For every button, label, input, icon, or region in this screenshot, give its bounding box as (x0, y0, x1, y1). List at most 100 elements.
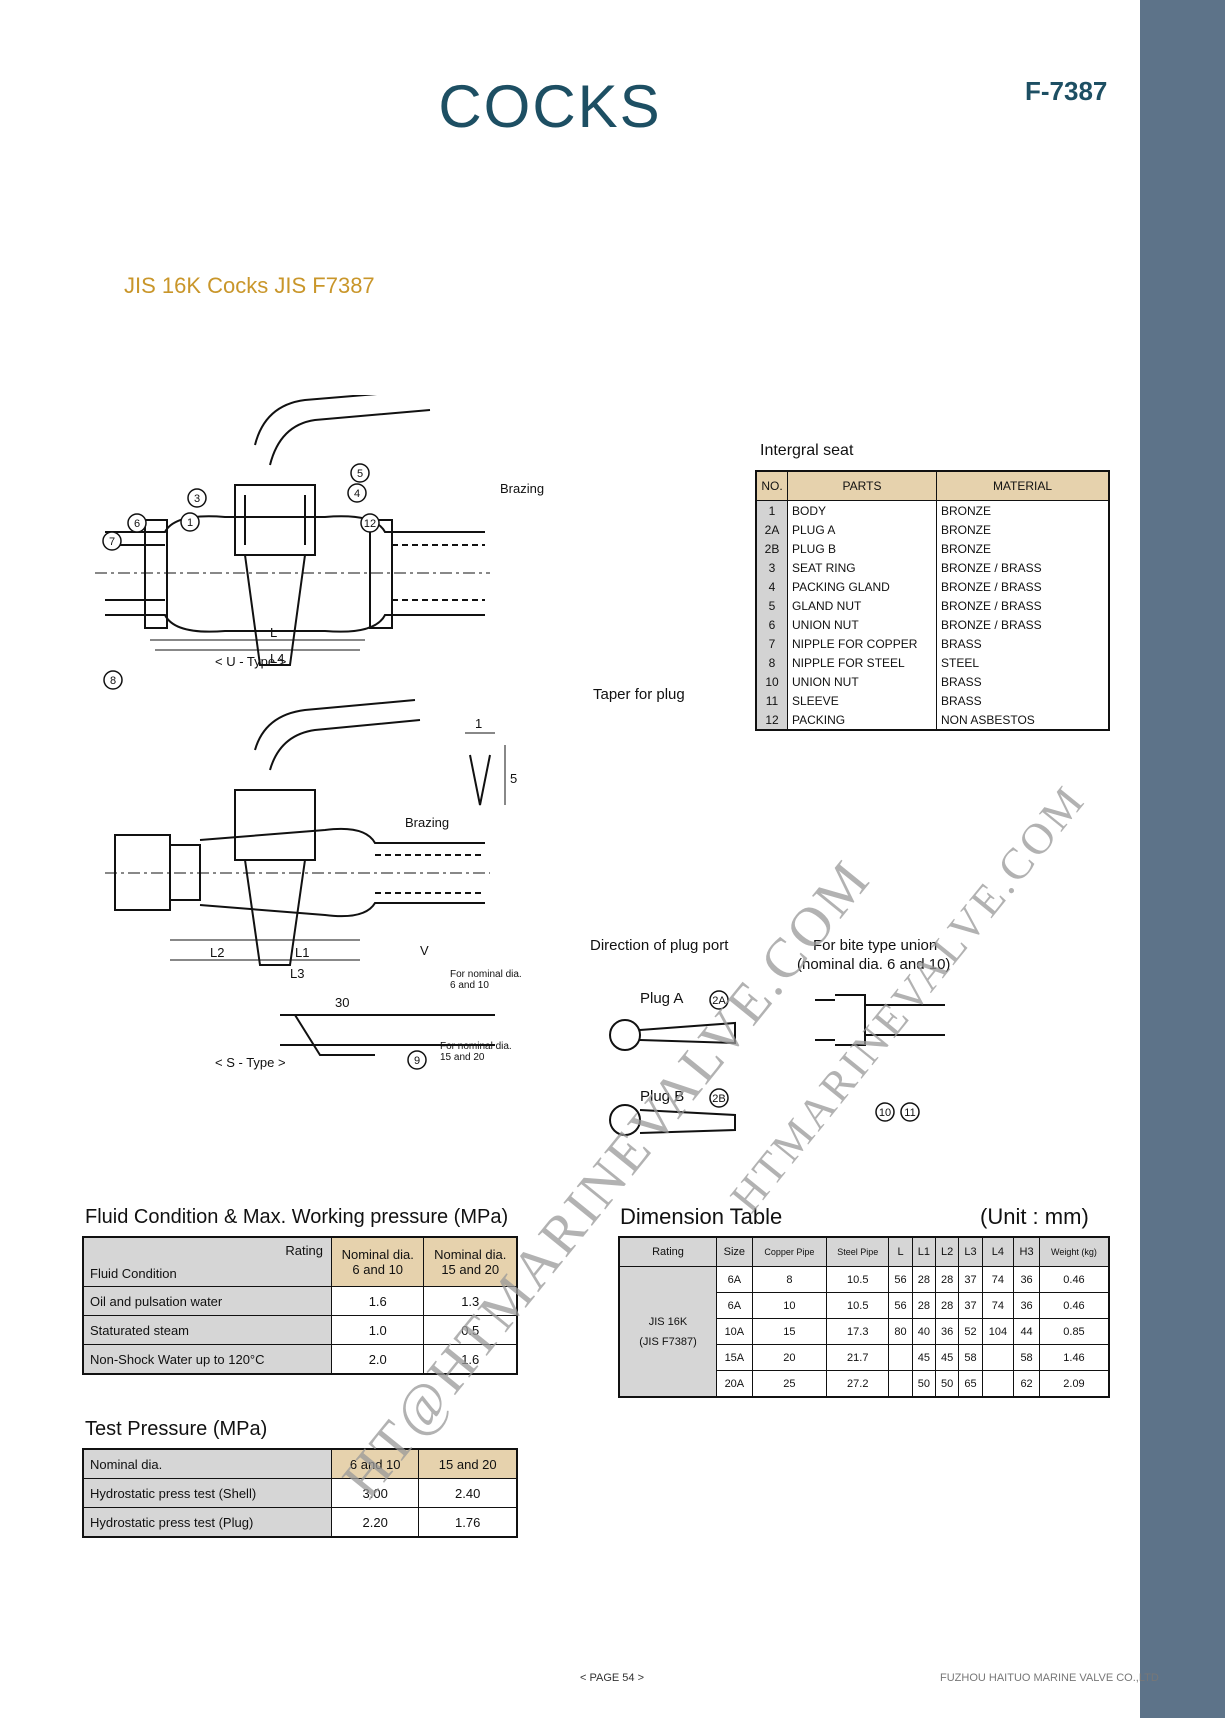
dimension-cell: 6A (716, 1266, 753, 1293)
bubble-2b: 2B (709, 1088, 729, 1108)
dimension-unit: (Unit : mm) (980, 1204, 1089, 1229)
dimension-cell: 58 (958, 1344, 983, 1371)
s-handle-upper (254, 699, 416, 751)
part-number: 10 (756, 672, 788, 691)
part-name: NIPPLE FOR COPPER (787, 634, 937, 653)
company-name: FUZHOU HAITUO MARINE VALVE CO.,LTD (940, 1672, 1159, 1684)
dimension-cell: 15 (751, 1318, 828, 1345)
s-handle-lower (269, 719, 421, 771)
page-number: < PAGE 54 > (580, 1672, 645, 1684)
dimension-cell: 28 (934, 1292, 960, 1319)
dimension-rating: JIS 16K(JIS F7387) (618, 1266, 717, 1398)
part-number: 2B (756, 539, 788, 558)
dimension-cell (981, 1344, 1015, 1371)
dim-l1: L1 (295, 945, 309, 960)
fluid-col2-header: Nominal dia.15 and 20 (423, 1236, 518, 1287)
bite-union (815, 994, 945, 1046)
dimension-cell: 20 (751, 1344, 828, 1371)
note-9-line1: For nominal dia. (440, 1041, 512, 1052)
svg-text:10: 10 (879, 1107, 891, 1119)
s-body-bottom (199, 902, 485, 918)
part-number: 7 (756, 634, 788, 653)
test-value: 2.20 (330, 1507, 420, 1538)
u-handle-lower (269, 409, 431, 466)
dimension-header: Copper Pipe (751, 1236, 828, 1267)
svg-text:2A: 2A (712, 995, 726, 1007)
u-handle-upper (254, 395, 378, 446)
bite-label-2: (nominal dia. 6 and 10) (797, 956, 950, 973)
technical-drawing: Brazing < U - Type > L L4 Brazing L2 L1 … (95, 395, 950, 1136)
part-material: BRONZE / BRASS (941, 598, 1042, 613)
part-number: 5 (756, 596, 788, 615)
dimension-cell: 50 (934, 1370, 960, 1398)
part-name: BODY (787, 500, 937, 520)
product-code: F-7387 (1025, 76, 1108, 106)
dimension-cell: 28 (911, 1292, 936, 1319)
part-material: BRASS (941, 636, 982, 651)
part-material: STEEL (941, 655, 980, 670)
dimension-cell: 37 (958, 1292, 983, 1319)
dimension-cell: 2.09 (1038, 1370, 1110, 1398)
fluid-condition-label: Fluid Condition (90, 1266, 177, 1281)
note-8-line2: 6 and 10 (450, 980, 489, 991)
svg-text:12: 12 (364, 518, 376, 530)
s-type-label: < S - Type > (215, 1055, 286, 1070)
dim-l4: L4 (270, 651, 284, 666)
dimension-cell: 21.7 (826, 1344, 890, 1371)
svg-text:11: 11 (904, 1107, 915, 1119)
bubble-5: 5 (350, 463, 370, 483)
fluid-value: 1.0 (330, 1315, 425, 1345)
part-number: 12 (756, 710, 788, 730)
dimension-cell: 104 (981, 1318, 1015, 1345)
fluid-title: Fluid Condition & Max. Working pressure … (85, 1206, 509, 1228)
dimension-cell: 27.2 (826, 1370, 890, 1398)
svg-text:5: 5 (357, 468, 363, 480)
fluid-value: 1.3 (423, 1286, 518, 1316)
test-title: Test Pressure (MPa) (85, 1418, 268, 1440)
dimension-header: L2 (934, 1236, 960, 1267)
dimension-header: H3 (1013, 1236, 1040, 1267)
part-name: SEAT RING (787, 558, 937, 577)
taper-plug (469, 754, 491, 806)
svg-text:4: 4 (354, 488, 360, 500)
test-value: 3.00 (330, 1478, 420, 1508)
taper-dim-5: 5 (510, 771, 517, 786)
part-material: BRONZE (941, 541, 992, 556)
bubble-11: 11 (900, 1102, 920, 1122)
plug-a-label: Plug A (640, 990, 683, 1007)
part-material: BRONZE (941, 503, 992, 518)
dimension-cell: 28 (934, 1266, 960, 1293)
svg-text:1: 1 (187, 517, 193, 529)
dimension-cell: 44 (1013, 1318, 1040, 1345)
dimension-cell: 10.5 (826, 1266, 890, 1293)
direction-label: Direction of plug port (590, 937, 729, 954)
fluid-row-label: Non-Shock Water up to 120°C (82, 1344, 332, 1375)
dimension-cell: 80 (888, 1318, 913, 1345)
dimension-cell: 62 (1013, 1370, 1040, 1398)
bubble-9: 9 (407, 1050, 427, 1070)
u-body-bottom (105, 614, 485, 633)
dimension-header: L4 (981, 1236, 1015, 1267)
fluid-rating-label: Rating (285, 1243, 323, 1258)
dimension-cell: 17.3 (826, 1318, 890, 1345)
test-row-label: Hydrostatic press test (Plug) (82, 1507, 332, 1538)
dimension-cell: 74 (981, 1292, 1015, 1319)
dimension-cell: 8 (751, 1266, 828, 1293)
u-plug (244, 554, 306, 666)
dim-v: V (420, 943, 429, 958)
part-number: 6 (756, 615, 788, 634)
dimension-cell: 10.5 (826, 1292, 890, 1319)
part-name: PLUG B (787, 539, 937, 558)
fluid-value: 1.6 (423, 1344, 518, 1375)
parts-header-material: MATERIAL (936, 470, 1110, 501)
dimension-cell: 0.85 (1038, 1318, 1110, 1345)
